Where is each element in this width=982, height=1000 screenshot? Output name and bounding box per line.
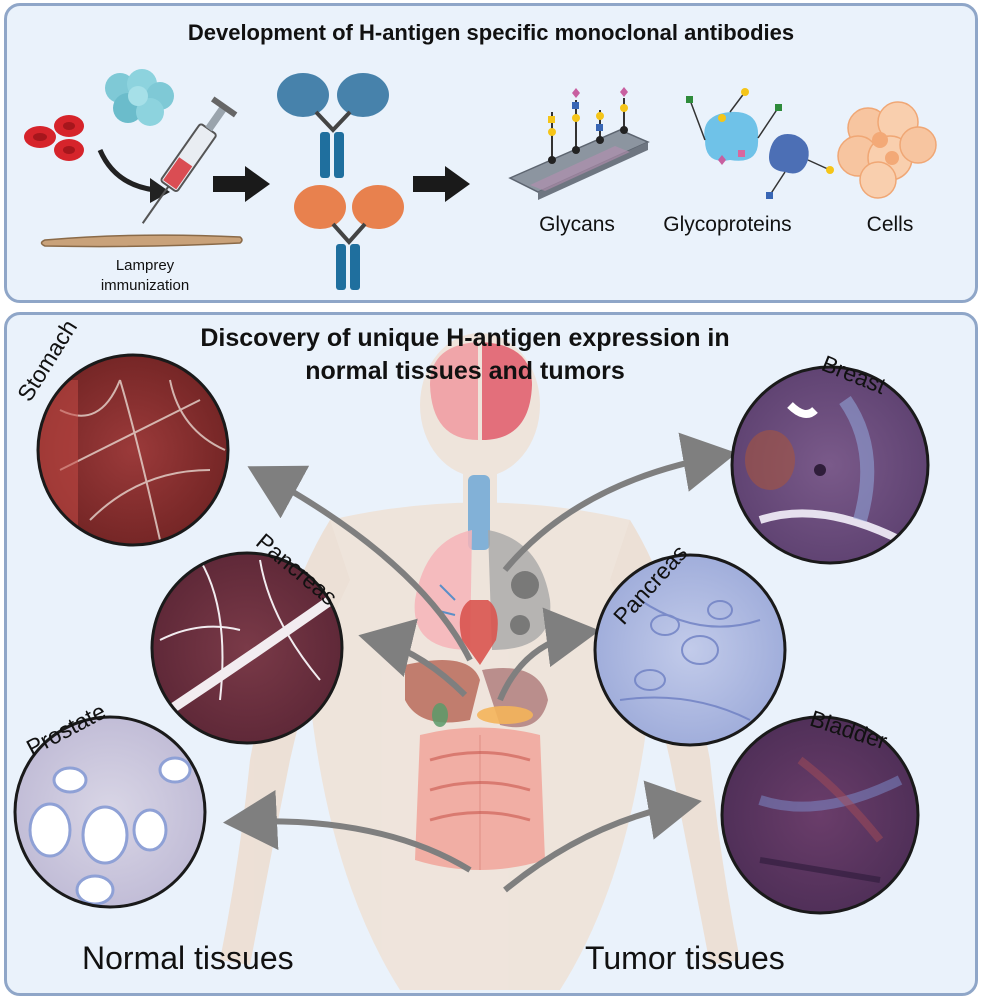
arrow-to-pancreas-normal-icon xyxy=(358,618,468,698)
antibody-development-panel xyxy=(4,3,978,303)
antibody-orange-icon xyxy=(294,185,404,290)
arrow-icon xyxy=(413,166,470,202)
immunization-label-line2: immunization xyxy=(100,277,190,294)
prostate-micrograph xyxy=(13,715,207,909)
bottom-panel-title: Discovery of unique H-antigen expression… xyxy=(140,322,790,388)
syringe-icon xyxy=(141,96,238,224)
abdominal-organs-icon xyxy=(405,660,548,728)
curved-arrow-icon xyxy=(97,148,156,193)
bladder-tumor-micrograph xyxy=(720,715,920,915)
red-blood-cells-icon xyxy=(24,115,84,161)
lungs-icon xyxy=(414,530,551,650)
arrow-to-prostate-icon xyxy=(223,790,472,873)
normal-tissues-heading: Normal tissues xyxy=(82,940,294,976)
intestines-icon xyxy=(415,727,545,870)
bottom-panel-title-line1: Discovery of unique H-antigen expression… xyxy=(200,324,730,352)
glycoproteins-icon xyxy=(686,88,834,199)
pancreas-tumor-micrograph xyxy=(593,553,787,747)
antibody-blue-icon xyxy=(277,73,389,178)
cells-icon xyxy=(837,101,937,199)
heart-icon xyxy=(459,600,498,665)
arrow-to-bladder-icon xyxy=(503,780,702,893)
arrow-to-stomach-icon xyxy=(247,465,473,662)
arrow-icon xyxy=(213,166,270,202)
top-panel-title: Development of H-antigen specific monocl… xyxy=(187,20,795,45)
lamprey-icon xyxy=(40,234,243,248)
arrow-to-pancreas-tumor-icon xyxy=(497,607,600,702)
target-label-glycoproteins: Glycoproteins xyxy=(663,213,792,236)
tumor-tissues-heading: Tumor tissues xyxy=(585,940,785,976)
stomach-micrograph xyxy=(36,353,230,547)
immunization-label: Lamprey immunization xyxy=(90,256,200,296)
arrow-to-breast-icon xyxy=(502,432,737,572)
target-label-glycans: Glycans xyxy=(539,213,615,236)
cell-cluster-icon xyxy=(105,69,174,126)
brain-icon xyxy=(430,342,532,440)
immunization-label-line1: Lamprey xyxy=(115,257,175,274)
bottom-panel-title-line2: normal tissues and tumors xyxy=(305,357,625,385)
breast-tumor-micrograph xyxy=(730,365,930,565)
trachea-icon xyxy=(468,475,490,550)
pancreas-normal-micrograph xyxy=(150,551,344,745)
glycan-array-icon xyxy=(508,87,650,200)
target-label-cells: Cells xyxy=(866,213,914,236)
